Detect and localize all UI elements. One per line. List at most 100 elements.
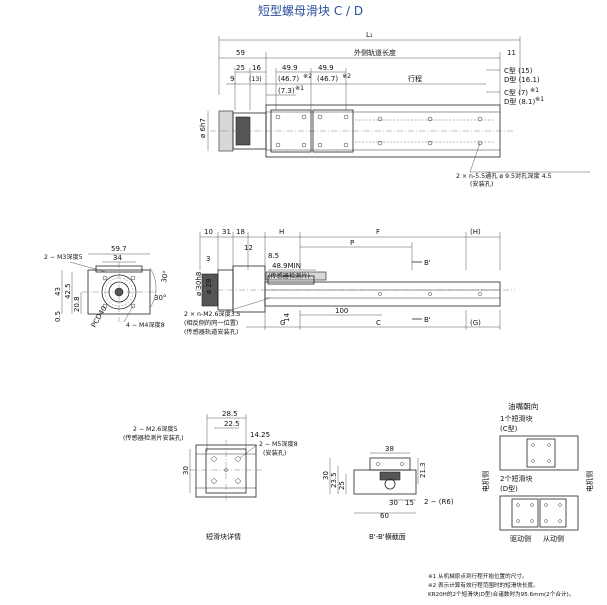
m26-note-2: (相反侧的同一位置) <box>184 319 238 327</box>
dim-46-7-b: (46.7) <box>317 75 338 83</box>
slider-detail-view: 28.5 22.5 14.25 2 − M2.6深度5 (传感器检测片安装孔) … <box>123 410 298 541</box>
dim-L1: L₁ <box>366 31 373 39</box>
top-view: L₁ 59 外侧轨道长度 11 25 16 49.9 49.9 9 (13) (… <box>199 31 590 188</box>
dim-28: ø 28 <box>205 279 213 294</box>
dim-G: G <box>280 319 285 327</box>
dim-outer-rail-length: 外侧轨道长度 <box>354 48 396 57</box>
dim-18: 18 <box>236 228 245 236</box>
m3-note: 2 − M3深度5 <box>44 253 83 261</box>
dim-59-7: 59.7 <box>111 245 127 253</box>
dim-c-7: C型 (7) <box>504 88 528 97</box>
dim-14: 14 <box>283 313 291 322</box>
dim-30h8: ø 30h8 <box>195 272 203 296</box>
side-view: 10 31 18 H F (H) P B' 3 8.5 12 48.9MIN (… <box>184 228 515 336</box>
top-hole-note-2: (安装孔) <box>470 180 493 188</box>
m26-note-3: (传感器轨道安装孔) <box>184 328 238 336</box>
dim-d-16-1: D型 (16.1) <box>504 75 540 84</box>
footnotes: ※1 从机械原点到行程开始位置的尺寸。 ※2 表示计算有效行程范围时的短滑块长度… <box>428 572 574 598</box>
dim-7-3: (7.3) <box>278 87 295 95</box>
dim-H-paren: (H) <box>470 228 481 236</box>
dim-C: C <box>376 319 381 327</box>
r6-note: 2 − (R6) <box>424 498 454 506</box>
dim-F: F <box>376 228 380 236</box>
dim-G-paren: (G) <box>470 319 481 327</box>
dim-42-5: 42.5 <box>64 283 72 299</box>
dim-30-detail: 30 <box>182 466 190 475</box>
dim-20-8: 20.8 <box>73 296 81 312</box>
section-view: 38 21.3 30 23.5 25 30 15 2 − (R6) 60 B'-… <box>322 445 454 541</box>
top-hole-note: 2 × n-5.5通孔 ø 9.5对孔深度 4.5 <box>456 172 552 180</box>
note-2-a: ※2 <box>303 73 312 80</box>
pcd-40: PCD40 <box>90 305 109 329</box>
dim-21-3: 21.3 <box>419 462 427 478</box>
end-view: 59.7 34 2 − M3深度5 43 42.5 20.8 0.5 PCD40… <box>44 245 170 329</box>
dim-30-section: 30 <box>322 471 330 480</box>
grease-one-type: (C型) <box>500 424 518 433</box>
dim-59: 59 <box>236 49 245 57</box>
footnote-1: ※1 从机械原点到行程开始位置的尺寸。 <box>428 572 528 580</box>
dim-13: (13) <box>249 76 262 83</box>
m26-note: 2 × n-M2.6深度3.5 <box>184 310 241 318</box>
dim-38: 38 <box>385 445 394 453</box>
grease-title: 油嘴朝向 <box>508 401 538 411</box>
dim-30-bottom: 30 <box>389 499 398 507</box>
dim-8-5: 8.5 <box>268 252 279 260</box>
footnote-3: KR20H的2个短滑块(D型)合诸数时为95.6mm(2个合计)。 <box>428 590 574 598</box>
note-1-b: ※1 <box>530 87 539 94</box>
note-1-c: ※1 <box>535 96 544 103</box>
grease-drive: 驱动侧 <box>510 534 531 543</box>
dim-31: 31 <box>222 228 231 236</box>
dim-49-9-a: 49.9 <box>282 64 298 72</box>
section-mark-bottom: B' <box>424 316 431 324</box>
grease-two-type: (D型) <box>500 484 518 493</box>
note-1-a: ※1 <box>295 85 304 92</box>
dim-22-5: 22.5 <box>224 420 240 428</box>
m26-detail-note: 2 − M2.6深度5 <box>133 425 178 433</box>
m5-note: 2 − M5深度8 <box>259 440 298 448</box>
grease-follow: 从动侧 <box>543 534 564 543</box>
section-caption: B'-B'横截面 <box>369 532 406 541</box>
dim-stroke: 行程 <box>408 74 422 83</box>
dim-0-5: 0.5 <box>54 311 62 322</box>
m5-note-2: (安装孔) <box>263 449 286 457</box>
dim-H: H <box>279 228 284 236</box>
m26-detail-note-2: (传感器检测片安装孔) <box>123 434 184 442</box>
dim-12: 12 <box>244 244 253 252</box>
dim-15: 15 <box>405 499 414 507</box>
angle-30-b: 30° <box>154 294 166 302</box>
dim-3: 3 <box>206 255 210 263</box>
dim-25: 25 <box>236 64 245 72</box>
slider-detail-caption: 短滑块详情 <box>206 532 241 541</box>
drawing-title: 短型螺母滑块 C / D <box>258 4 363 18</box>
dim-25-section: 25 <box>338 481 346 490</box>
dim-60: 60 <box>380 512 389 520</box>
dim-c-15: C型 (15) <box>504 66 533 75</box>
m4-note: 4 − M4深度8 <box>126 321 165 329</box>
grease-right-label: 电机侧 <box>585 471 594 492</box>
dim-100: 100 <box>335 307 348 315</box>
dim-28-5: 28.5 <box>222 410 238 418</box>
dim-11: 11 <box>507 49 516 57</box>
grease-one-slider: 1个短滑块 <box>500 414 532 423</box>
dim-34: 34 <box>113 254 122 262</box>
dim-10: 10 <box>204 228 213 236</box>
footnote-2: ※2 表示计算有效行程范围时的短滑块长度。 <box>428 581 539 589</box>
dim-43: 43 <box>54 287 62 296</box>
dim-9: 9 <box>230 75 234 83</box>
grease-left-label: 电机侧 <box>481 471 490 492</box>
dim-23-5: 23.5 <box>330 472 338 488</box>
grease-two-slider: 2个短滑块 <box>500 474 532 483</box>
dim-P: P <box>350 239 354 247</box>
dim-14-25: 14.25 <box>250 431 270 439</box>
dim-16: 16 <box>252 64 261 72</box>
dim-46-7-a: (46.7) <box>278 75 299 83</box>
note-2-b: ※2 <box>342 73 351 80</box>
section-mark-top: B' <box>424 259 431 267</box>
angle-30-a: 30° <box>160 270 170 284</box>
dim-6h7: ø 6h7 <box>199 118 207 138</box>
grease-direction-panel: 油嘴朝向 1个短滑块 (C型) 2个短滑块 (D型) 电机侧 电机侧 驱动侧 从… <box>481 401 594 543</box>
dim-d-8-1: D型 (8.1) <box>504 97 535 106</box>
dim-48-9-min: 48.9MIN <box>272 262 301 270</box>
dim-49-9-b: 49.9 <box>318 64 334 72</box>
